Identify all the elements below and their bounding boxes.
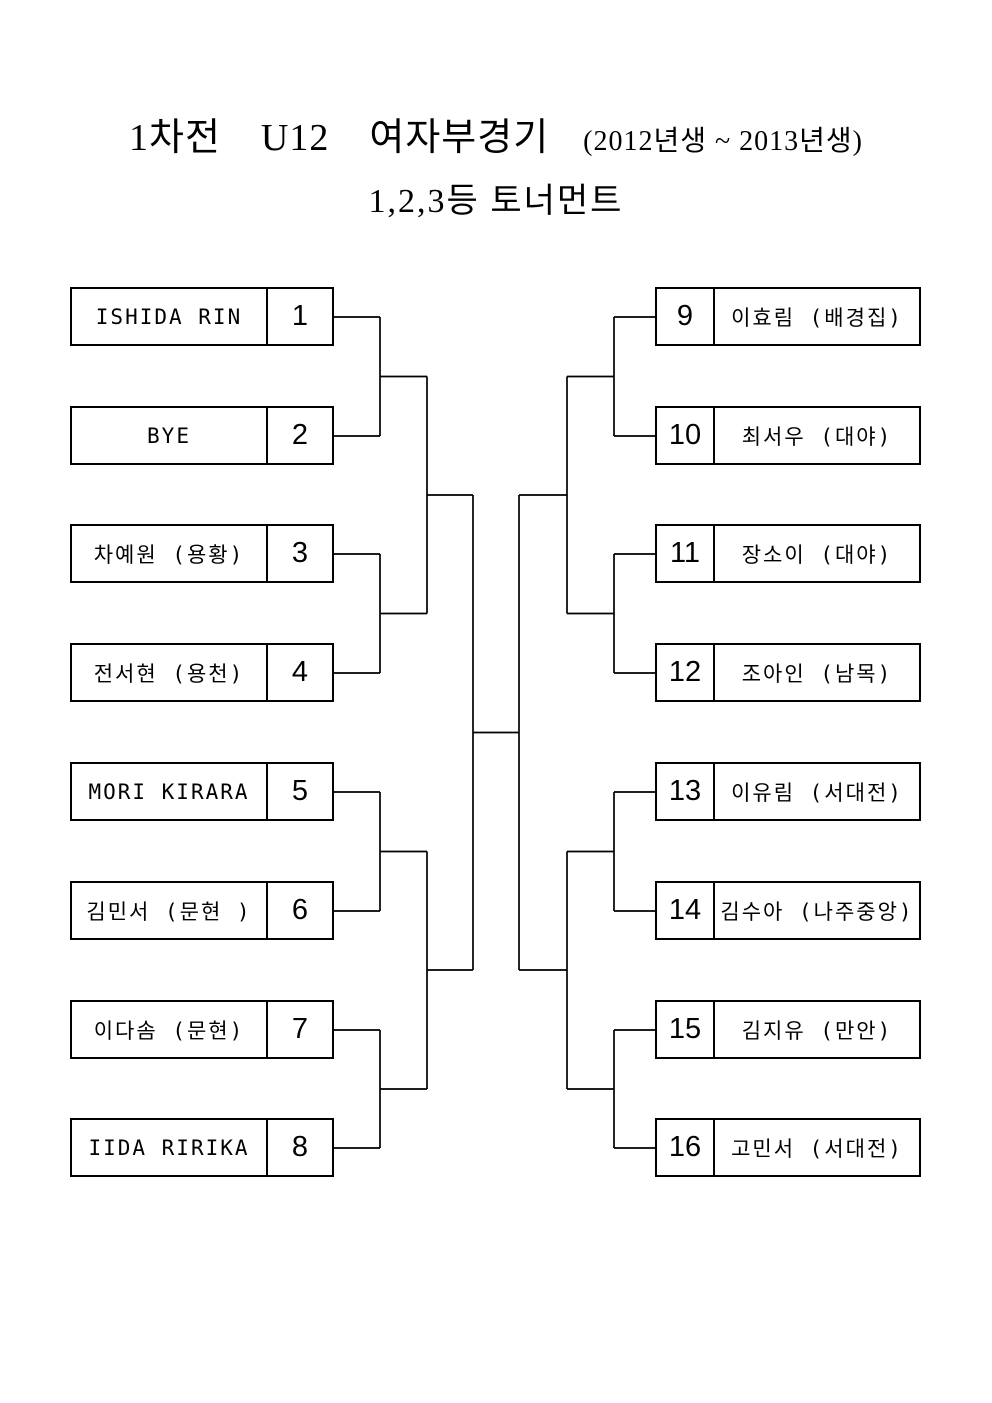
seed-number: 11: [657, 526, 715, 581]
bracket-entry-10: 10 최서우 (대야): [655, 406, 921, 465]
bracket-entry-13: 13 이유림 (서대전): [655, 762, 921, 821]
seed-number: 13: [657, 764, 715, 819]
player-name: 차예원 (용황): [93, 542, 245, 567]
title-line-1: 1차전 U12 여자부경기 (2012년생 ~ 2013년생): [129, 106, 863, 161]
player-name: 장소이 (대야): [741, 542, 893, 567]
seed-number: 4: [266, 645, 332, 700]
seed-number: 7: [266, 1002, 332, 1057]
bracket-entry-8: IIDA RIRIKA 8: [70, 1118, 334, 1177]
player-name: 최서우 (대야): [741, 424, 893, 449]
seed-number: 15: [657, 1002, 715, 1057]
bracket-entry-12: 12 조아인 (남목): [655, 643, 921, 702]
bracket-entry-14: 14 김수아 (나주중앙): [655, 881, 921, 940]
seed-number: 8: [266, 1120, 332, 1175]
title-round: 1차전: [128, 117, 221, 159]
seed-number: 16: [657, 1120, 715, 1175]
player-name: 김지유 (만안): [741, 1018, 893, 1043]
player-name: 전서현 (용천): [93, 661, 245, 686]
player-name: 이효림 (배경집): [731, 305, 903, 330]
seed-number: 10: [657, 408, 715, 463]
bracket-entry-7: 이다솜 (문현) 7: [70, 1000, 334, 1059]
player-name: 이유림 (서대전): [731, 780, 903, 805]
title-event: 여자부경기: [369, 117, 550, 159]
player-name: 고민서 (서대전): [731, 1136, 903, 1161]
bracket-entry-15: 15 김지유 (만안): [655, 1000, 921, 1059]
title-subtitle: 1,2,3등 토너먼트: [368, 183, 624, 220]
player-name: MORI KIRARA: [88, 779, 250, 804]
seed-number: 1: [266, 289, 332, 344]
player-name: 이다솜 (문현): [93, 1018, 245, 1043]
player-name: 김민서 (문현 ): [86, 899, 252, 924]
title-birth-years: (2012년생 ~ 2013년생): [583, 126, 864, 157]
seed-number: 14: [657, 883, 715, 938]
player-name: ISHIDA RIN: [95, 304, 243, 329]
player-name: BYE: [147, 423, 191, 448]
bracket-entry-6: 김민서 (문현 ) 6: [70, 881, 334, 940]
seed-number: 6: [266, 883, 332, 938]
bracket-entry-9: 9 이효림 (배경집): [655, 287, 921, 346]
player-name: 조아인 (남목): [741, 661, 893, 686]
bracket-entry-16: 16 고민서 (서대전): [655, 1118, 921, 1177]
bracket-entry-1: ISHIDA RIN 1: [70, 287, 334, 346]
bracket-entry-5: MORI KIRARA 5: [70, 762, 334, 821]
player-name: IIDA RIRIKA: [88, 1135, 250, 1160]
seed-number: 3: [266, 526, 332, 581]
seed-number: 9: [657, 289, 715, 344]
title-division: U12: [260, 117, 330, 159]
seed-number: 5: [266, 764, 332, 819]
page-title: 1차전 U12 여자부경기 (2012년생 ~ 2013년생) 1,2,3등 토…: [0, 106, 992, 222]
bracket-entry-11: 11 장소이 (대야): [655, 524, 921, 583]
bracket-entry-2: BYE 2: [70, 406, 334, 465]
player-name: 김수아 (나주중앙): [720, 899, 914, 924]
seed-number: 12: [657, 645, 715, 700]
seed-number: 2: [266, 408, 332, 463]
bracket-entry-3: 차예원 (용황) 3: [70, 524, 334, 583]
bracket-entry-4: 전서현 (용천) 4: [70, 643, 334, 702]
